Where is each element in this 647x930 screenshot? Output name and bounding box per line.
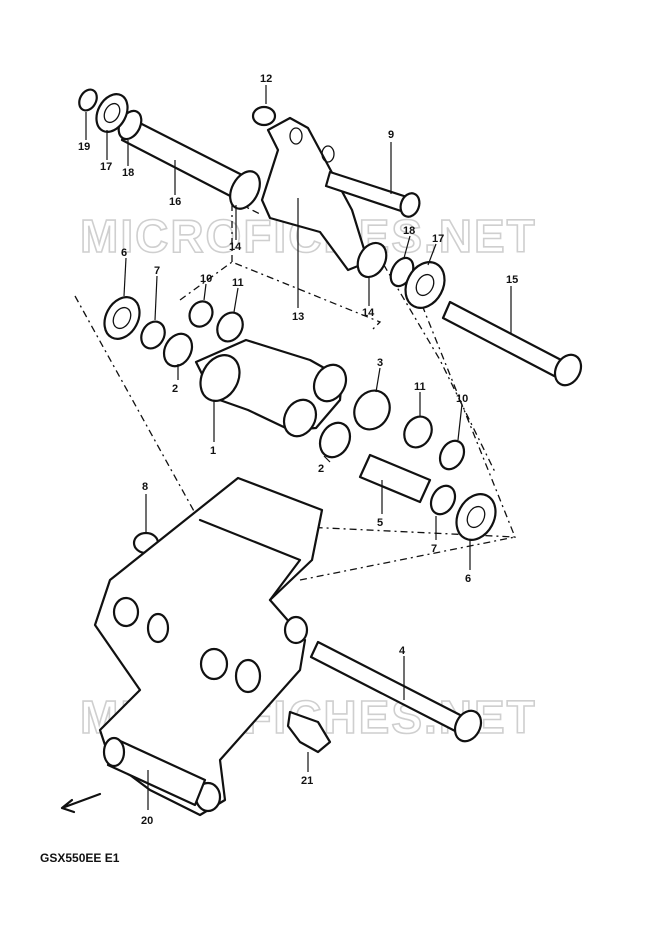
callout-5: 5 [377, 517, 383, 529]
callout-18: 18 [122, 167, 134, 179]
upper-bracket-assembly [251, 105, 421, 279]
callout-8: 8 [142, 481, 148, 493]
washer-17a [95, 93, 129, 133]
bush-10a [188, 300, 214, 328]
spacer-3 [353, 389, 391, 431]
seal-6b [455, 493, 497, 541]
callout-17: 17 [432, 233, 444, 245]
spacer-5 [358, 453, 432, 504]
shaft-16 [120, 116, 250, 202]
callout-11: 11 [414, 381, 426, 393]
callout-2: 2 [318, 463, 324, 475]
cushion-lever-assembly [103, 296, 497, 541]
bearing-2a [162, 332, 194, 368]
upper-shaft-assembly [78, 88, 261, 210]
nut-12 [251, 105, 277, 127]
leader-lines [85, 85, 512, 810]
callout-17: 17 [100, 161, 112, 173]
assembly-outline-lower [299, 536, 516, 581]
right-bolt-assembly [389, 256, 583, 387]
callout-2: 2 [172, 383, 178, 395]
cushion-rod-20 [93, 476, 324, 817]
callout-10: 10 [456, 393, 468, 405]
bolt-21 [286, 710, 332, 754]
callout-15: 15 [506, 274, 518, 286]
callout-13: 13 [292, 311, 304, 323]
front-arrow-icon [60, 792, 102, 814]
callout-14: 14 [362, 307, 375, 319]
callout-21: 21 [301, 775, 313, 787]
callout-20: 20 [141, 815, 153, 827]
bearing-2b [318, 421, 352, 459]
bracket-13 [260, 116, 370, 272]
washer-7b [429, 484, 457, 516]
seal-6a [103, 296, 141, 340]
cushion-rod-assembly [93, 476, 324, 817]
nut-19 [78, 88, 98, 112]
callout-6: 6 [121, 247, 127, 259]
washer-17b [404, 261, 446, 309]
callout-12: 12 [260, 73, 272, 85]
callout-9: 9 [388, 129, 394, 141]
callout-4: 4 [399, 645, 406, 657]
callout-1: 1 [210, 445, 216, 457]
model-code: GSX550EE E1 [40, 851, 120, 865]
callout-3: 3 [377, 357, 383, 369]
callout-14: 14 [229, 241, 242, 253]
callout-16: 16 [169, 196, 181, 208]
callout-11: 11 [232, 277, 244, 289]
bush-10b [438, 439, 466, 471]
callout-18: 18 [403, 225, 415, 237]
callout-6: 6 [465, 573, 471, 585]
seal-11a [216, 311, 244, 343]
callout-10: 10 [200, 273, 212, 285]
assembly-outline [74, 295, 516, 538]
callout-7: 7 [431, 543, 437, 555]
callout-numbers: 19 17 18 16 12 9 14 18 17 6 7 10 11 13 1… [78, 73, 518, 827]
callout-19: 19 [78, 141, 90, 153]
collar-14b [356, 241, 388, 279]
bolt-15 [441, 300, 567, 380]
callout-7: 7 [154, 265, 160, 277]
upper-axis-outline [374, 249, 496, 473]
seal-11b [403, 415, 433, 449]
washer-7a [140, 320, 166, 350]
